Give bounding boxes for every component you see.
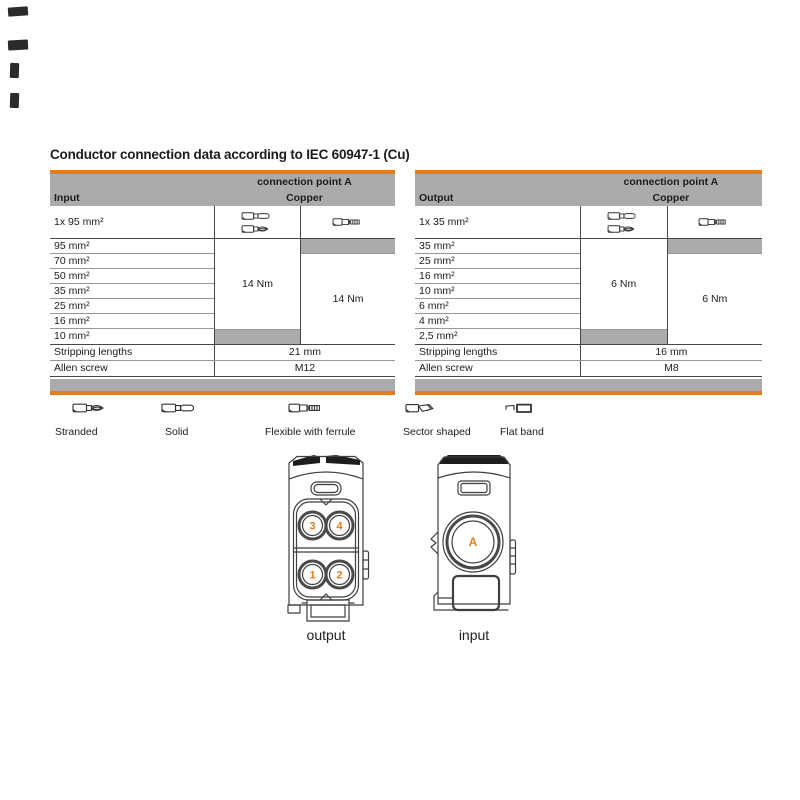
legend-label: Solid xyxy=(165,426,189,438)
sector-wire-icon xyxy=(405,401,471,415)
torque-value-right: 6 Nm xyxy=(702,293,728,305)
output-table: connection point A Output Copper 1x 35 m… xyxy=(415,170,762,395)
legend-label: Flexible with ferrule xyxy=(265,426,356,438)
size-row: 35 mm² xyxy=(415,239,580,254)
legend-label: Flat band xyxy=(500,426,544,438)
size-row: 10 mm² xyxy=(415,284,580,299)
size-row: 25 mm² xyxy=(415,254,580,269)
output-header-label: Output xyxy=(419,192,454,204)
torque-value-mid: 6 Nm xyxy=(611,278,637,290)
max-conductor-row: 1x 95 mm² xyxy=(50,206,395,239)
stranded-wire-icon xyxy=(72,401,110,415)
table-top-accent-bar xyxy=(415,170,762,174)
stripping-value: 16 mm xyxy=(579,345,762,360)
stray-mark xyxy=(9,92,20,109)
allen-screw-label: Allen screw xyxy=(54,362,108,374)
size-row: 2,5 mm² xyxy=(419,330,458,342)
na-cell xyxy=(214,329,301,344)
connection-point-header: connection point A xyxy=(257,176,352,188)
stripping-value: 21 mm xyxy=(213,345,395,360)
output-table-header: connection point A Output Copper xyxy=(415,174,762,206)
stray-mark xyxy=(7,6,29,17)
material-header: Copper xyxy=(286,192,323,204)
stray-mark xyxy=(7,39,29,51)
max-conductor-label: 1x 95 mm² xyxy=(54,216,104,228)
connection-point-header: connection point A xyxy=(623,176,719,188)
input-connector-diagram: A input xyxy=(426,452,522,643)
page-title: Conductor connection data according to I… xyxy=(50,147,410,162)
table-bottom-accent-bar xyxy=(50,391,395,395)
stripping-row: Stripping lengths 16 mm xyxy=(415,345,762,361)
allen-screw-label: Allen screw xyxy=(419,362,473,374)
na-cell xyxy=(301,239,395,254)
size-row: 35 mm² xyxy=(50,284,214,299)
size-row: 25 mm² xyxy=(50,299,214,314)
size-row: 50 mm² xyxy=(50,269,214,284)
stray-mark xyxy=(9,62,20,79)
allen-screw-row: Allen screw M12 xyxy=(50,361,395,377)
torque-value-right: 14 Nm xyxy=(332,293,364,305)
input-header-label: Input xyxy=(54,192,80,204)
ferrule-wire-icon xyxy=(288,401,355,415)
table-bottom-accent-bar xyxy=(415,391,762,395)
size-row: 70 mm² xyxy=(50,254,214,269)
input-table: connection point A Input Copper 1x 95 mm… xyxy=(50,170,395,395)
material-header: Copper xyxy=(652,192,690,204)
stripping-label: Stripping lengths xyxy=(419,346,498,358)
solid-wire-icon xyxy=(241,210,274,222)
legend-label: Stranded xyxy=(55,426,98,438)
input-connector-drawing: A xyxy=(430,455,517,612)
terminal-letter-a: A xyxy=(469,535,478,549)
allen-screw-value: M12 xyxy=(213,361,395,376)
output-connector-diagram: 3 4 1 2 output xyxy=(278,452,374,643)
size-row: 6 mm² xyxy=(415,299,580,314)
legend-item-solid: Solid xyxy=(161,401,199,438)
legend-item-stranded: Stranded xyxy=(55,401,110,438)
table-top-accent-bar xyxy=(50,170,395,174)
flat-band-icon xyxy=(504,401,544,415)
table-footer-band xyxy=(415,379,762,391)
input-table-header: connection point A Input Copper xyxy=(50,174,395,206)
solid-wire-icon xyxy=(161,401,199,415)
table-footer-band xyxy=(50,379,395,391)
torque-value-mid: 14 Nm xyxy=(242,278,273,290)
output-connector-drawing: 3 4 1 2 xyxy=(287,455,370,622)
ferrule-wire-icon xyxy=(332,216,365,228)
solid-wire-icon xyxy=(607,210,640,222)
legend-item-flat-band: Flat band xyxy=(500,401,544,438)
allen-screw-value: M8 xyxy=(579,361,762,376)
size-row: 16 mm² xyxy=(415,269,580,284)
allen-screw-row: Allen screw M8 xyxy=(415,361,762,377)
stripping-row: Stripping lengths 21 mm xyxy=(50,345,395,361)
max-conductor-row: 1x 35 mm² xyxy=(415,206,762,239)
legend-label: Sector shaped xyxy=(403,426,471,438)
terminal-number-1: 1 xyxy=(309,570,315,582)
torque-grid: 35 mm² 25 mm² 16 mm² 10 mm² 6 mm² 4 mm² … xyxy=(415,239,762,345)
size-row: 10 mm² xyxy=(54,330,90,342)
max-conductor-label: 1x 35 mm² xyxy=(419,216,469,228)
na-cell xyxy=(580,329,667,344)
terminal-number-3: 3 xyxy=(309,521,315,533)
output-caption: output xyxy=(306,627,346,643)
legend-item-ferrule: Flexible with ferrule xyxy=(265,401,355,438)
size-row: 4 mm² xyxy=(415,314,580,329)
stranded-wire-icon xyxy=(241,223,274,235)
legend-item-sector: Sector shaped xyxy=(403,401,471,438)
torque-grid: 95 mm² 70 mm² 50 mm² 35 mm² 25 mm² 16 mm… xyxy=(50,239,395,345)
stripping-label: Stripping lengths xyxy=(54,346,133,358)
size-row: 95 mm² xyxy=(50,239,214,254)
size-row: 16 mm² xyxy=(50,314,214,329)
terminal-number-4: 4 xyxy=(336,521,343,533)
stranded-wire-icon xyxy=(607,223,640,235)
terminal-number-2: 2 xyxy=(336,570,342,582)
na-cell xyxy=(667,239,762,254)
ferrule-wire-icon xyxy=(698,216,731,228)
input-caption: input xyxy=(458,627,490,643)
